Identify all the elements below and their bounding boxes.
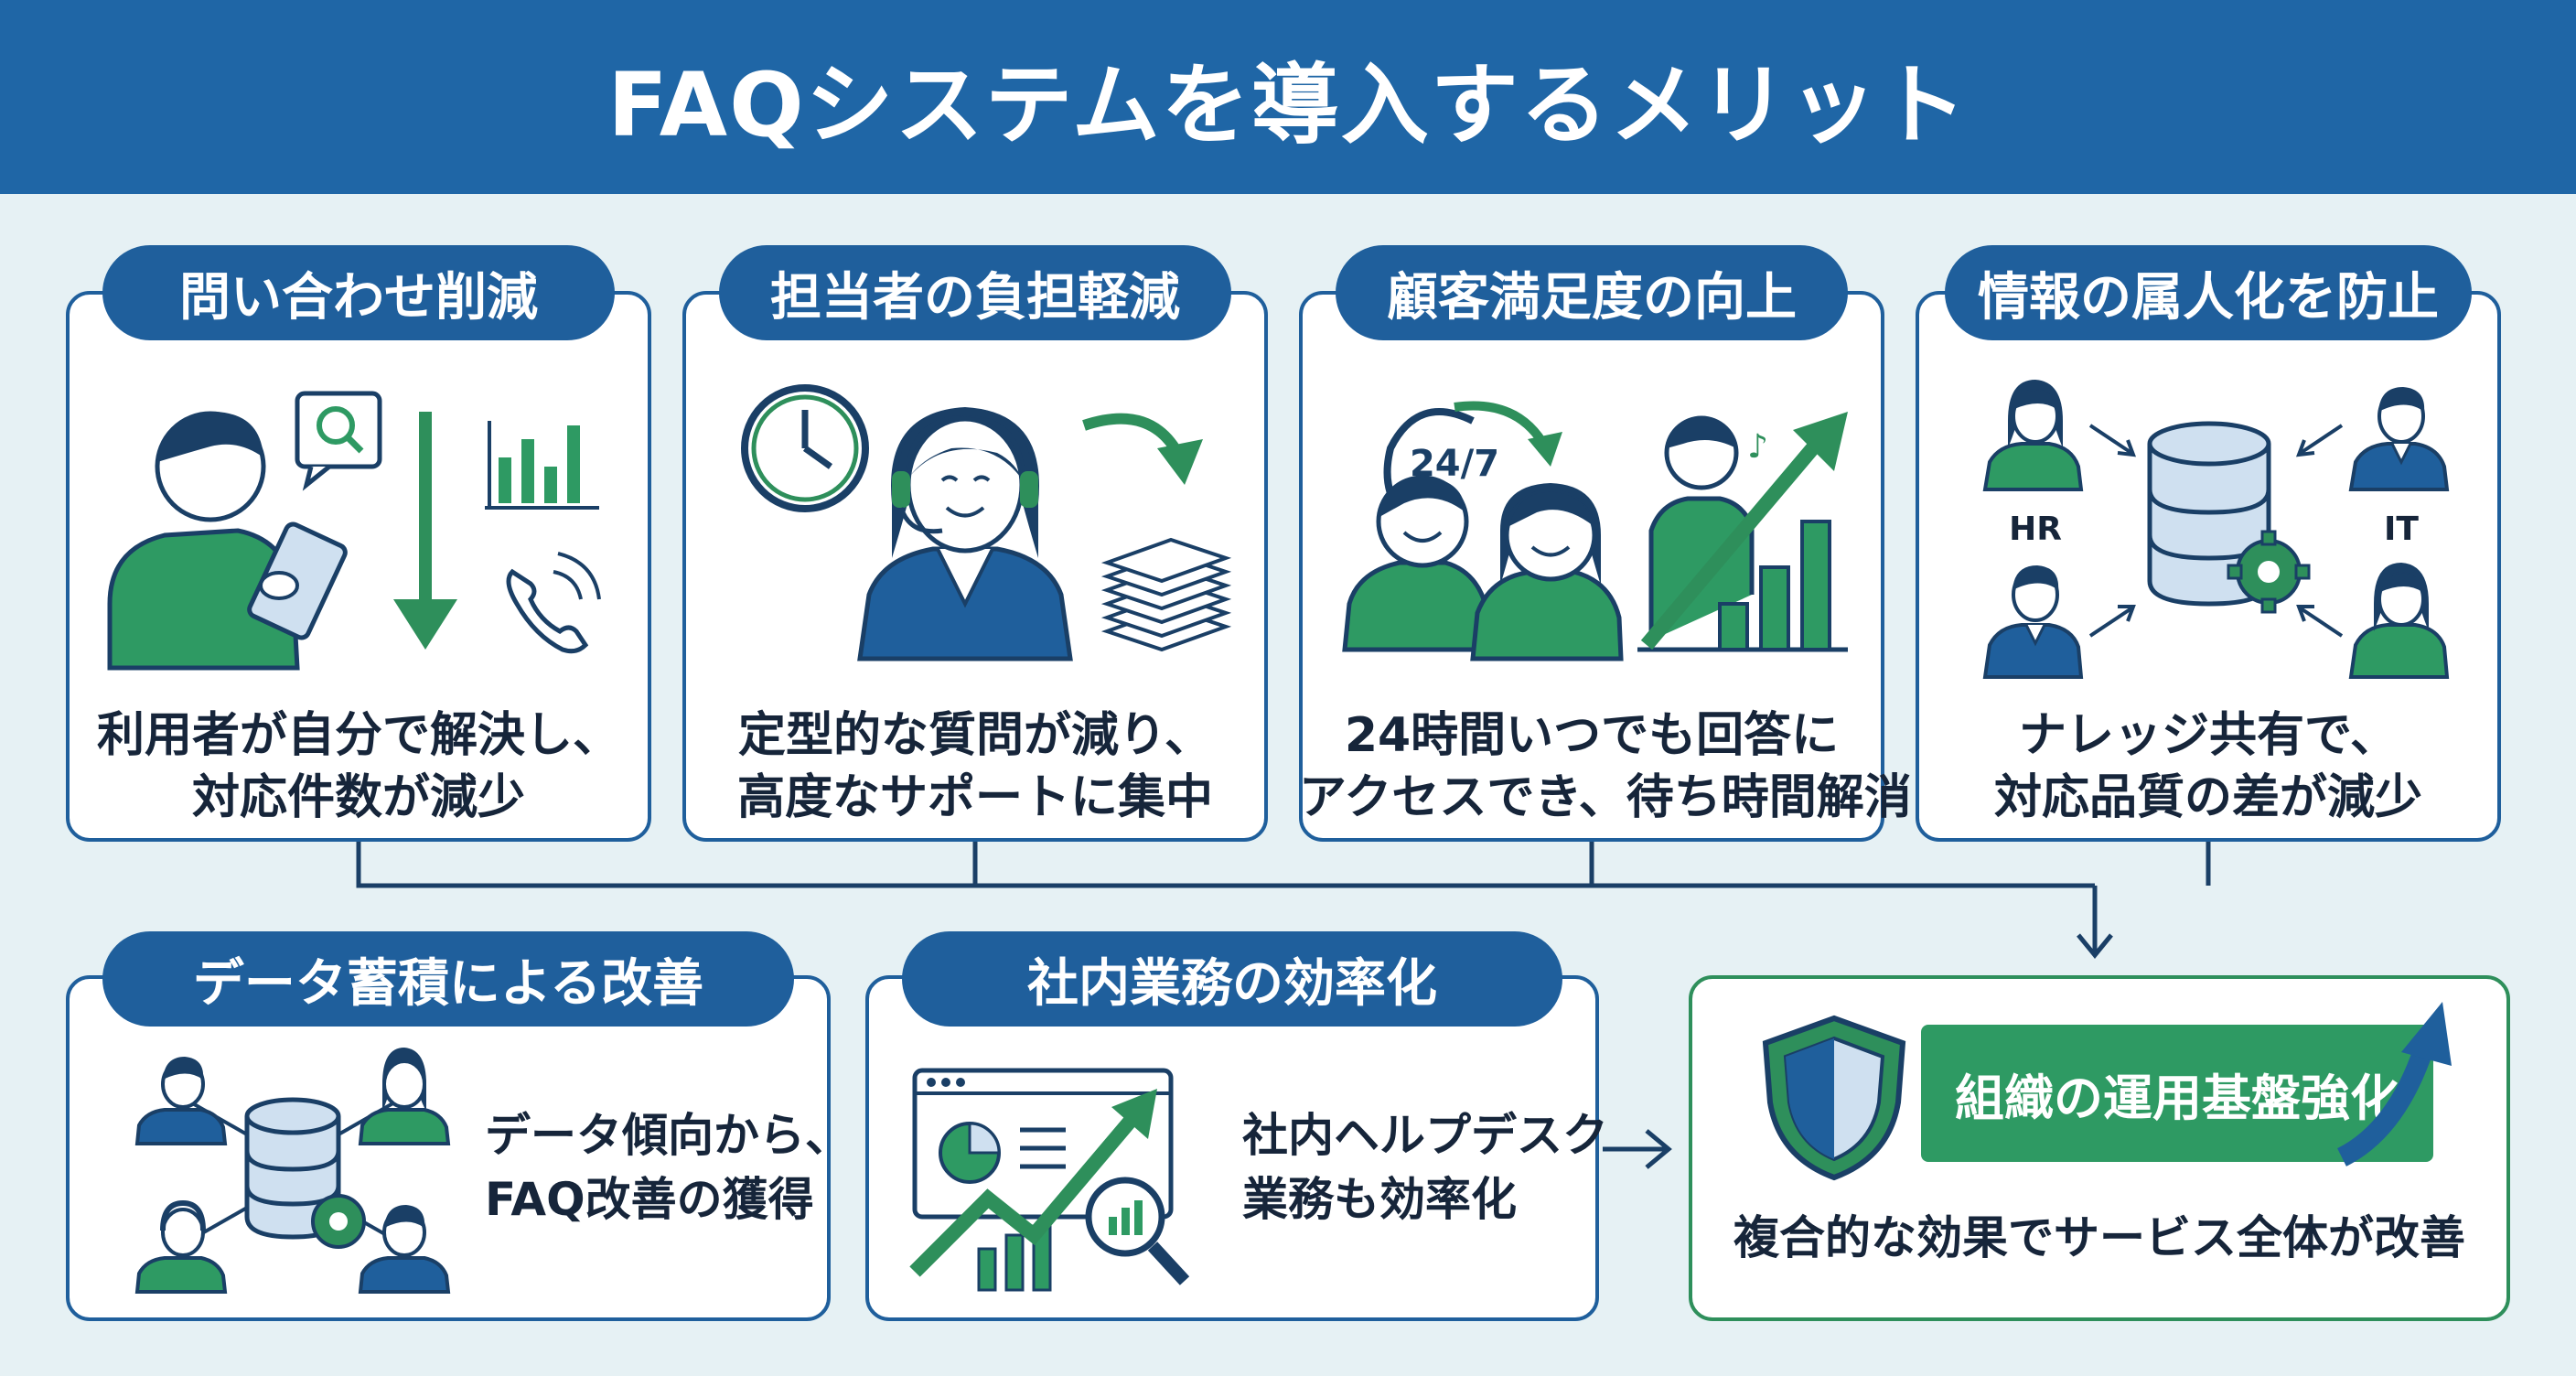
- desc-line: 社内ヘルプデスク: [1242, 1109, 1608, 1162]
- self-service-illustration: [107, 391, 601, 671]
- desc-line: 24時間いつでも回答に: [1344, 708, 1840, 763]
- desc-line: データ傾向から、: [485, 1109, 851, 1162]
- card-title-customer-satisfaction: 顧客満足度の向上: [1336, 245, 1848, 340]
- card-desc-knowledge-sharing: ナレッジ共有で、 対応品質の差が減少: [1916, 704, 2501, 829]
- support-agent-illustration: [741, 384, 1232, 661]
- svg-text:♪: ♪: [1747, 428, 1768, 466]
- header-banner: FAQシステムを導入するメリット: [0, 0, 2576, 194]
- desc-line: 定型的な質問が減り、: [738, 708, 1212, 763]
- card-title-inquiry-reduction: 問い合わせ削減: [102, 245, 615, 340]
- desc-line: 対応件数が減少: [191, 770, 525, 825]
- desc-line: 高度なサポートに集中: [736, 770, 1213, 825]
- desc-line: 利用者が自分で解決し、: [96, 708, 620, 763]
- card-title-data-improvement: データ蓄積による改善: [102, 931, 794, 1027]
- result-text: 複合的な効果でサービス全体が改善: [1733, 1211, 2465, 1264]
- card-desc-internal-efficiency: 社内ヘルプデスク 業務も効率化: [1242, 1103, 1608, 1231]
- card-desc-inquiry-reduction: 利用者が自分で解決し、 対応件数が減少: [66, 704, 651, 829]
- desc-line: FAQ改善の獲得: [485, 1173, 814, 1226]
- label-it: IT: [2384, 511, 2419, 548]
- desc-line: 業務も効率化: [1242, 1173, 1517, 1226]
- card-desc-staff-burden: 定型的な質問が減り、 高度なサポートに集中: [682, 704, 1268, 829]
- card-data-improvement: [66, 975, 831, 1321]
- card-desc-customer-satisfaction: 24時間いつでも回答に アクセスでき、待ち時間解消: [1299, 704, 1912, 829]
- desc-line: ナレッジ共有で、: [2019, 708, 2398, 763]
- page-title: FAQシステムを導入するメリット: [607, 53, 1969, 156]
- customer-satisfaction-illustration: 24/7 ♪: [1342, 401, 1848, 661]
- card-title-internal-efficiency: 社内業務の効率化: [902, 931, 1562, 1027]
- data-accumulation-illustration: [134, 1048, 451, 1294]
- card-desc-data-improvement: データ傾向から、 FAQ改善の獲得: [485, 1103, 851, 1231]
- shield-icon: [1762, 1015, 1906, 1181]
- card-title-knowledge-sharing: 情報の属人化を防止: [1945, 245, 2472, 340]
- desc-line: アクセスでき、待ち時間解消: [1299, 770, 1912, 825]
- label-hr: HR: [2009, 511, 2062, 548]
- knowledge-sharing-illustration: HR IT: [1982, 380, 2450, 679]
- result-ribbon: 組織の運用基盤強化: [1921, 1025, 2433, 1162]
- card-title-staff-burden: 担当者の負担軽減: [719, 245, 1231, 340]
- result-arrow-icon: [2336, 1002, 2452, 1166]
- desc-line: 対応品質の差が減少: [1993, 770, 2422, 825]
- efficiency-chart-illustration: [909, 1068, 1190, 1292]
